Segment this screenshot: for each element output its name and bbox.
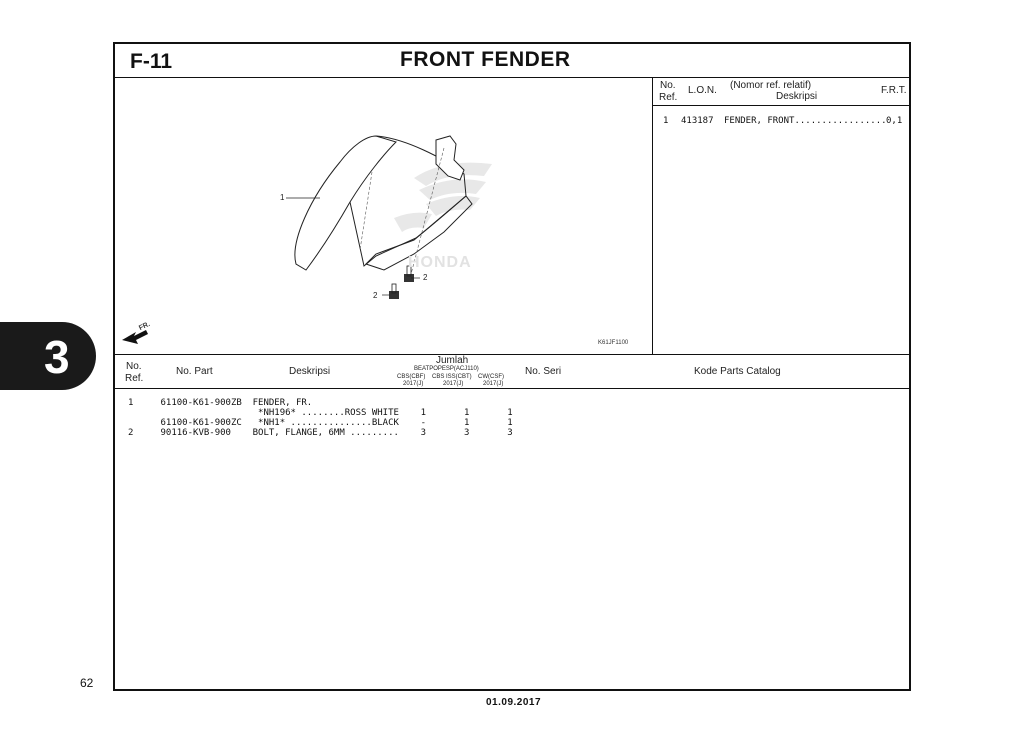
ref-header-divider — [653, 105, 910, 106]
honda-watermark-logo — [394, 162, 492, 232]
callout-2-upper: 2 — [423, 273, 428, 282]
figure-code: K61JF1100 — [598, 340, 629, 346]
ref-no-header: No. — [660, 80, 676, 91]
page-frame — [113, 42, 911, 691]
section-tab-number: 3 — [44, 331, 70, 383]
ref-ref-header: Ref. — [659, 92, 678, 103]
parts-line-2: *NH196* ........ROSS WHITE 1 1 1 — [128, 408, 513, 418]
parts-jumlah-header: Jumlah — [436, 355, 469, 366]
ref-row-lon: 413187 — [681, 116, 714, 126]
parts-year2-header: 2017(J) — [443, 381, 464, 387]
parts-models-header: BEATPOPESP(ACJ110) — [414, 366, 479, 372]
page-date: 01.09.2017 — [486, 697, 542, 708]
section-tab: 3 — [0, 322, 96, 390]
parts-year1-header: 2017(J) — [403, 381, 424, 387]
fender-outline — [294, 135, 397, 271]
ref-row-desc: FENDER, FRONT................. — [724, 116, 887, 126]
bolt-lower — [389, 283, 399, 299]
ref-row-no: 1 — [663, 116, 669, 126]
fender-illustration — [122, 135, 492, 344]
ref-row-frt: 0,1 — [886, 116, 903, 126]
direction-arrow-icon — [122, 330, 148, 344]
callout-2-lower: 2 — [373, 291, 378, 300]
parts-header-divider — [114, 388, 910, 389]
parts-no-header: No. — [126, 361, 142, 372]
callout-1: 1 — [280, 193, 285, 202]
title-divider — [114, 77, 910, 78]
parts-line-3: 61100-K61-900ZC *NH1* ...............BLA… — [128, 418, 513, 428]
ref-lon-header: L.O.N. — [688, 85, 717, 96]
ref-deskripsi-header: Deskripsi — [776, 91, 818, 102]
parts-ref-header: Ref. — [125, 373, 144, 384]
fender-skirt — [365, 195, 473, 271]
bolt-upper — [404, 265, 414, 282]
parts-line-4: 2 90116-KVB-900 BOLT, FLANGE, 6MM ......… — [128, 428, 513, 438]
parts-part-header: No. Part — [176, 366, 213, 377]
parts-col3-header: CW(CSF) — [478, 374, 504, 380]
parts-col1-header: CBS(CBF) — [397, 374, 426, 380]
fender-mount — [435, 135, 465, 181]
parts-line-1: 1 61100-K61-900ZB FENDER, FR. — [128, 398, 313, 408]
section-code: F-11 — [130, 50, 173, 73]
parts-seri-header: No. Seri — [525, 366, 562, 377]
page-number: 62 — [80, 676, 94, 690]
ref-table-divider — [652, 77, 653, 354]
honda-watermark-text: HONDA — [408, 254, 472, 271]
page-title: FRONT FENDER — [400, 48, 571, 71]
ref-frt-header: F.R.T. — [881, 85, 907, 96]
parts-col2-header: CBS ISS(CBT) — [432, 374, 472, 380]
parts-top-divider — [114, 354, 910, 355]
parts-deskripsi-header: Deskripsi — [289, 366, 331, 377]
parts-catalog-header: Kode Parts Catalog — [694, 366, 781, 377]
ref-nomor-header: (Nomor ref. relatif) — [730, 80, 812, 91]
parts-year3-header: 2017(J) — [483, 381, 504, 387]
